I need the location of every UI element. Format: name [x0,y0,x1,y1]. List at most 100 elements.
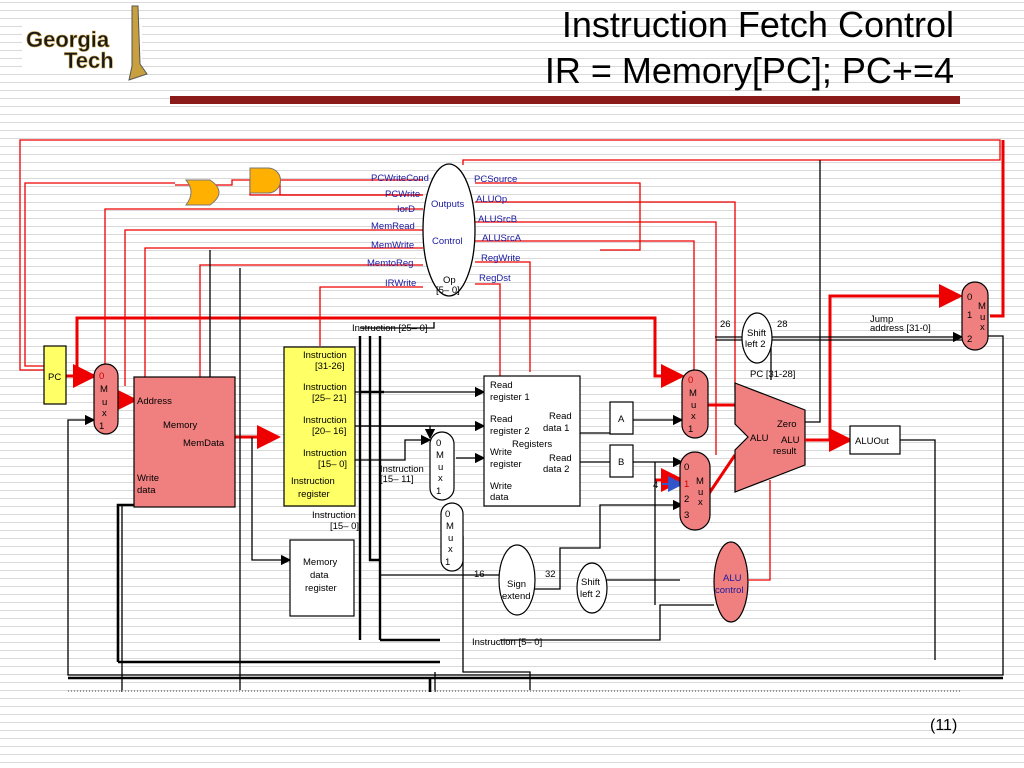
mux-address-u: u [102,397,107,408]
ir-field-31-26-line2: [31-26] [315,361,345,372]
shift-left-2-offset [576,562,608,614]
ir-field-25-21-line1: Instruction [303,382,347,393]
slide-title-line-1: Instruction Fetch Control [561,4,954,45]
bottom-feedback-bus [68,503,1003,692]
georgia-tech-logo: Georgia Tech [22,5,148,81]
pc-31-28-label: PC [31-28] [750,369,795,380]
jump-address-line1: Jump [870,314,893,325]
mux-memtoreg-m: M [446,521,454,532]
shift-jump-input-bits: 26 [720,319,731,330]
mux-alusrcb-x: x [698,497,703,508]
mux-alusrca-input-1: 1 [688,424,693,435]
signal-irwrite: IRWrite [385,278,416,289]
mux-regdst [429,431,455,501]
mux-pcsource [961,281,989,351]
ir-field-15-0-line1: Instruction [303,448,347,459]
svg-text:Tech: Tech [64,48,114,73]
memory-label: Memory [163,420,198,431]
mux-pcsource-input-2: 2 [967,334,972,345]
memory-address-port: Address [137,396,172,407]
control-label: Control [432,236,463,247]
pc-update-path [66,140,1005,496]
mux-alusrcb-u: u [698,487,703,498]
mux-regdst-input-0: 0 [436,438,441,449]
mux-memtoreg-input-0: 0 [445,509,450,520]
signal-regwrite: RegWrite [481,253,520,264]
instr-5-0-label: Instruction [5– 0] [472,637,542,648]
mux-alusrca [681,369,709,439]
ir-output-wires [358,336,384,640]
mux-alusrcb-input-0: 0 [684,462,689,473]
aluout-label: ALUOut [855,436,889,447]
mux-pcsource-x: x [980,322,985,333]
regfile-write-reg-line1: Write [490,447,512,458]
ir-field-20-16-line1: Instruction [303,415,347,426]
instruction-register [283,346,356,507]
regfile-name: Registers [512,439,552,450]
shift-left-2-offset-line2: left 2 [580,589,601,600]
mux-address-m: M [100,384,108,395]
signal-alusrcb: ALUSrcB [478,214,517,225]
mux-alusrcb [679,451,711,531]
control-op-label: Op [443,275,456,286]
footer-divider [68,690,960,692]
alu-control-line2: control [715,585,744,596]
mux-pcsource-m: M [978,301,986,312]
register-a-label: A [618,414,625,425]
alu-unit [734,382,806,493]
jump-address-line2: address [31-0] [870,323,931,334]
regfile-write-data-line1: Write [490,481,512,492]
instr-15-0-label-line1: Instruction [312,510,356,521]
ir-field-25-21-line2: [25– 21] [312,393,346,404]
ir-field-31-26-line1: Instruction [303,350,347,361]
signal-iord: IorD [397,204,415,215]
shift-left-2-jump-line2: left 2 [745,339,766,350]
signal-alusrca: ALUSrcA [482,233,522,244]
slide-title-line-2: IR = Memory[PC]; PC+=4 [544,50,954,91]
instr-15-11-label-line1: Instruction [380,464,424,475]
alu-label: ALU [750,433,769,444]
mux-address-input-0: 0 [99,371,104,382]
memory-memdata-port: MemData [183,438,225,449]
regfile-read-reg-1-line2: register 1 [490,392,530,403]
sign-extend-output-bits: 32 [545,569,556,580]
mux-regdst-x: x [438,473,443,484]
pcsource-red-loop [19,139,1001,371]
pcwrite-logic-gates [184,167,281,206]
alu-result-line2: result [773,446,797,457]
control-op-bits-label: [5– 0] [436,285,460,296]
memory-data-register [289,539,355,617]
mux-alusrca-x: x [691,411,696,422]
alu-control-output-wire [748,480,771,581]
memory-write-port-line2: data [137,485,156,496]
alu-zero-label: Zero [777,419,797,430]
ir-field-20-16-line2: [20– 16] [312,426,346,437]
mux-regdst-u: u [438,462,443,473]
mdr-line2: data [310,570,329,581]
regfile-read-reg-2-line2: register 2 [490,426,530,437]
aluout-register [849,425,901,455]
mux-alusrcb-input-1: 1 [684,479,689,490]
pc-register [43,345,67,405]
svg-text:Georgia: Georgia [26,27,110,52]
signal-memwrite: MemWrite [371,240,414,251]
alu-result-line1: ALU [781,435,800,446]
signal-pcwritecond: PCWriteCond [371,173,429,184]
mux-pcsource-input-1: 1 [967,310,972,321]
constant-four-label: 4 [653,480,658,491]
shift-left-2-jump [741,312,773,364]
alu-control-unit [713,541,749,623]
register-a [609,401,634,435]
mux-memtoreg-input-1: 1 [445,557,450,568]
mux-alusrca-m: M [689,388,697,399]
regfile-read-data-1-line2: data 1 [543,423,569,434]
mdr-line1: Memory [303,557,338,568]
ir-name-line2: register [298,489,330,500]
sign-extend-line2: extend [502,591,531,602]
mux-regdst-m: M [436,450,444,461]
sign-extend-unit [498,544,536,616]
title-underline-bar [170,96,960,104]
control-signal-labels-left: PCWriteCond PCWrite IorD MemRead MemWrit… [367,173,429,289]
shift-jump-output-bits: 28 [777,319,788,330]
